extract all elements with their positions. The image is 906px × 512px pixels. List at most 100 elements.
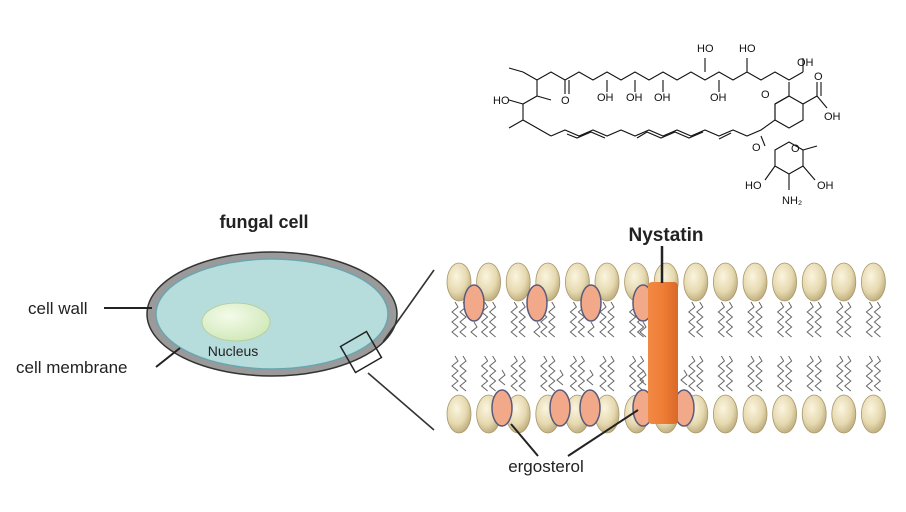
atom-label: NH₂ <box>782 195 802 207</box>
lipid-tail <box>569 301 578 338</box>
lipid-tail <box>510 355 518 392</box>
lipid-tail <box>873 301 882 338</box>
lipid-tail <box>451 301 459 338</box>
lipid-tail <box>510 301 518 338</box>
atom-label: OH <box>817 180 834 192</box>
lipid-head <box>742 394 768 434</box>
lipid-tail <box>628 355 637 392</box>
lipid-tail <box>776 355 785 392</box>
lipid-head <box>742 262 768 302</box>
ergosterol-pointer <box>567 409 639 457</box>
atom-label: O <box>561 95 570 107</box>
atom-label: OH <box>626 92 643 104</box>
atom-label: O <box>791 143 800 155</box>
lipid-tail <box>717 301 726 338</box>
ergosterol-tail <box>587 321 595 338</box>
atom-label: HO <box>493 95 510 107</box>
lipid-tail <box>784 301 793 338</box>
lipid-head <box>476 262 502 302</box>
lipid-head <box>683 262 709 302</box>
atom-label: OH <box>797 57 814 69</box>
lipid-head <box>594 262 620 302</box>
ergosterol-molecule <box>463 284 485 322</box>
cell-membrane-pointer <box>155 347 181 368</box>
lipid-tail <box>865 301 874 338</box>
lipid-head <box>713 394 738 434</box>
lipid-tail <box>548 301 556 338</box>
lipid-head <box>505 262 531 302</box>
lipid-tail <box>540 355 548 392</box>
lipid-tail <box>480 301 489 338</box>
atom-label: HO <box>697 43 714 55</box>
ergosterol-pointer <box>510 423 539 457</box>
ergosterol-molecule <box>526 284 548 322</box>
nystatin-channel <box>648 282 678 424</box>
atom-label: O <box>814 71 823 83</box>
ergosterol-molecule <box>549 389 571 427</box>
lipid-head <box>713 262 738 302</box>
ergosterol-tail <box>586 369 594 386</box>
nucleus-label: Nucleus <box>208 343 259 359</box>
lipid-tail <box>747 301 755 338</box>
lipid-tail <box>717 355 726 392</box>
ergosterol-molecule <box>579 389 601 427</box>
lipid-tail <box>747 355 755 392</box>
lipid-tail <box>844 301 852 338</box>
atom-label: O <box>761 89 770 101</box>
ergosterol-tail <box>639 369 647 386</box>
lipid-tail <box>696 301 704 338</box>
ergosterol-tail <box>639 321 647 338</box>
lipid-tail <box>836 301 844 338</box>
ergosterol-tail <box>680 369 688 386</box>
diagram-title: fungal cell <box>219 212 308 232</box>
structure-atom-labels: HO HO OH HO OH OH OH OH O O OH O O O HO … <box>493 43 841 207</box>
lipid-head <box>446 394 472 434</box>
cell-wall-label: cell wall <box>28 299 88 318</box>
lipid-tail <box>755 355 763 392</box>
atom-label: OH <box>710 92 727 104</box>
lipid-bilayer <box>446 262 886 434</box>
lipid-tail <box>548 355 556 392</box>
lipid-tail <box>725 355 734 392</box>
lipid-head <box>801 394 827 434</box>
lipid-tail <box>518 355 526 392</box>
lipid-tail <box>688 355 696 392</box>
lipid-tail <box>636 355 645 392</box>
lipid-tail <box>755 301 763 338</box>
cell-membrane-label: cell membrane <box>16 358 128 377</box>
nystatin-structure <box>508 58 828 190</box>
atom-label: HO <box>739 43 756 55</box>
lipid-tail <box>776 301 785 338</box>
lipid-head <box>861 394 886 434</box>
lipid-tail <box>806 301 814 338</box>
lipid-tail <box>873 355 882 392</box>
ergosterol-tail <box>498 369 506 386</box>
lipid-head <box>446 262 472 302</box>
nystatin-label: Nystatin <box>629 225 704 246</box>
lipid-tail <box>459 355 467 392</box>
lipid-tail <box>806 355 814 392</box>
lipid-tail <box>607 355 615 392</box>
lipid-tail <box>480 355 489 392</box>
lipid-tail <box>451 355 459 392</box>
lipid-tail <box>814 355 822 392</box>
lipid-tail <box>725 301 734 338</box>
lipid-tail <box>488 301 497 338</box>
lipid-tail <box>688 301 696 338</box>
lipid-head <box>831 262 857 302</box>
ergosterol-tail <box>533 321 541 338</box>
zoom-line-top <box>382 269 435 343</box>
lipid-tail <box>607 301 615 338</box>
lipid-tail <box>814 301 822 338</box>
lipid-head <box>801 262 827 302</box>
atom-label: OH <box>597 92 614 104</box>
lipid-head <box>772 394 797 434</box>
lipid-head <box>772 262 797 302</box>
ergosterol-molecule <box>580 284 602 322</box>
ergosterol-tail <box>556 369 564 386</box>
atom-label: OH <box>824 111 841 123</box>
lipid-head <box>831 394 857 434</box>
atom-label: O <box>752 142 761 154</box>
lipid-tail <box>784 355 793 392</box>
